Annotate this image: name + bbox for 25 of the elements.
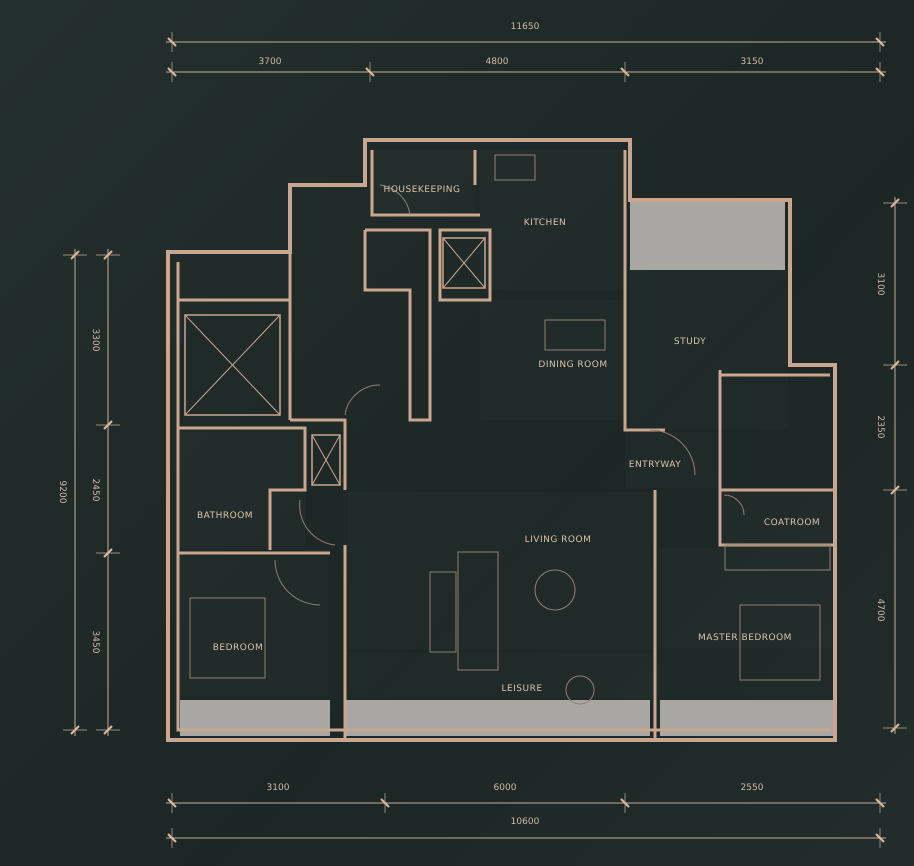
dimension-label: 2350 [875, 416, 885, 438]
dimension-label: 4700 [875, 598, 885, 622]
dimension-label: 3450 [90, 630, 100, 654]
room-label: LIVING ROOM [524, 535, 592, 545]
dimension-label: 9200 [57, 480, 67, 504]
dimension-label: 10600 [510, 817, 540, 827]
room-label: STUDY [674, 337, 706, 347]
room-label: MASTER BEDROOM [698, 633, 792, 643]
dimension-label: 6000 [494, 783, 516, 793]
room-label: COATROOM [764, 518, 820, 528]
dimension-label: 3100 [875, 272, 885, 296]
room-label: ENTRYWAY [628, 460, 682, 470]
room-label: BATHROOM [196, 511, 254, 521]
dimension-label: 3100 [266, 783, 290, 793]
dimension-label: 3700 [258, 57, 282, 67]
room-label: KITCHEN [524, 218, 566, 228]
dimension-label: 2550 [740, 783, 764, 793]
dimension-label: 4800 [486, 57, 508, 67]
room-label: LEISURE [501, 684, 543, 694]
room-label: DINING ROOM [538, 360, 608, 370]
room-label: BEDROOM [212, 643, 264, 653]
dimension-label: 3150 [740, 57, 764, 67]
dimension-label: 11650 [510, 22, 540, 32]
dimension-label: 3300 [90, 328, 100, 352]
dimension-label: 2450 [90, 478, 100, 502]
